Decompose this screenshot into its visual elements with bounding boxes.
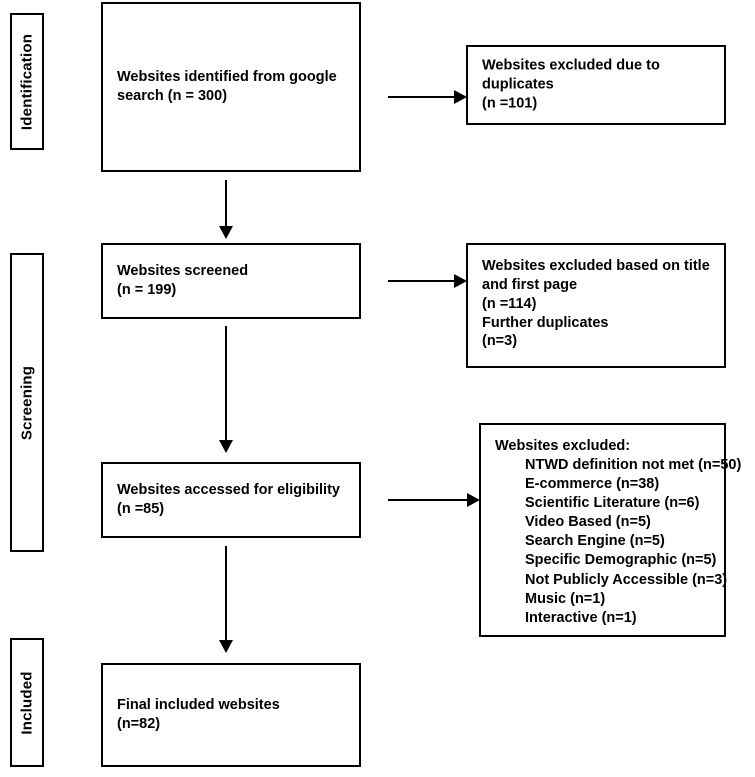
stage-label-identification: Identification	[10, 13, 44, 150]
stage-label-screening: Screening	[10, 253, 44, 552]
stage-label-screening-text: Screening	[18, 365, 36, 440]
box-websites-screened: Websites screened (n = 199)	[101, 243, 361, 319]
list-item: Interactive (n=1)	[525, 609, 637, 626]
box-duplicates-excluded: Websites excluded due to duplicates (n =…	[466, 45, 726, 125]
list-item: Music (n=1)	[525, 590, 606, 607]
connector-identified-to-screened-arrowhead	[219, 226, 233, 239]
box-websites-identified-text: Websites identified from google search (…	[117, 69, 337, 104]
connector-eligibility-to-final-arrowhead	[219, 640, 233, 653]
connector-screened-to-title-excluded-arrowhead	[454, 274, 467, 288]
excluded-reasons-list: NTWD definition not met (n=50) E-commerc…	[495, 456, 742, 628]
box-websites-eligibility-text: Websites accessed for eligibility (n =85…	[117, 482, 340, 517]
box-websites-identified: Websites identified from google search (…	[101, 2, 361, 172]
connector-eligibility-to-excluded-reasons-arrowhead	[467, 493, 480, 507]
stage-label-included: Included	[10, 638, 44, 767]
list-item: E-commerce (n=38)	[525, 475, 660, 492]
connector-eligibility-to-excluded-reasons-line	[388, 499, 467, 501]
box-excluded-reasons-heading: Websites excluded:	[495, 438, 631, 454]
connector-identified-to-screened-line	[225, 180, 227, 226]
connector-screened-to-eligibility-line	[225, 326, 227, 440]
connector-screened-to-title-excluded-line	[388, 280, 454, 282]
list-item: Search Engine (n=5)	[525, 533, 665, 550]
connector-eligibility-to-final-line	[225, 546, 227, 640]
list-item: Scientific Literature (n=6)	[525, 495, 700, 512]
box-final-included: Final included websites (n=82)	[101, 663, 361, 767]
box-duplicates-excluded-text: Websites excluded due to duplicates (n =…	[482, 57, 660, 112]
stage-label-included-text: Included	[18, 670, 36, 735]
box-final-included-text: Final included websites (n=82)	[117, 697, 280, 732]
connector-identified-to-duplicates-line	[388, 96, 454, 98]
connector-screened-to-eligibility-arrowhead	[219, 440, 233, 453]
box-websites-screened-text: Websites screened (n = 199)	[117, 263, 249, 298]
box-title-page-excluded: Websites excluded based on title and fir…	[466, 243, 726, 368]
connector-identified-to-duplicates-arrowhead	[454, 90, 467, 104]
list-item: Not Publicly Accessible (n=3)	[525, 571, 728, 588]
box-title-page-excluded-text: Websites excluded based on title and fir…	[482, 258, 710, 350]
list-item: NTWD definition not met (n=50)	[525, 456, 742, 473]
list-item: Specific Demographic (n=5)	[525, 552, 717, 569]
stage-label-identification-text: Identification	[18, 33, 36, 130]
list-item: Video Based (n=5)	[525, 514, 651, 531]
box-websites-eligibility: Websites accessed for eligibility (n =85…	[101, 462, 361, 538]
box-excluded-reasons: Websites excluded: NTWD definition not m…	[479, 423, 742, 637]
